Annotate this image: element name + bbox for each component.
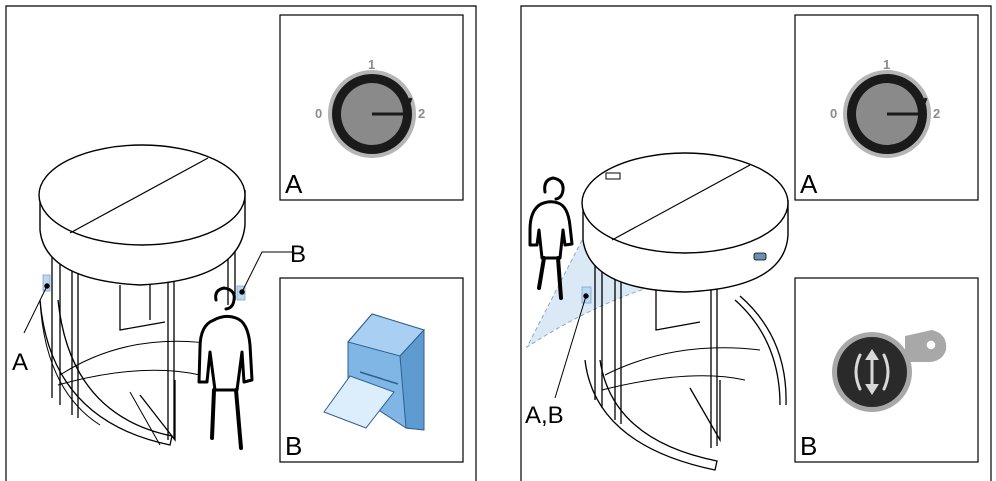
- right-panel: A,B 1 0 2 A: [520, 5, 992, 481]
- dial-position-1: 1: [883, 57, 890, 72]
- rotary-key-switch-icon: [843, 70, 931, 158]
- push-button-mount: [753, 252, 767, 261]
- callout-label-a: A: [12, 349, 28, 376]
- callout-lines-left: [23, 251, 292, 334]
- dial-position-0: 0: [830, 106, 837, 121]
- dial-position-2: 2: [418, 106, 425, 121]
- rotary-key-switch-icon: [328, 70, 416, 158]
- push-button-arrows-icon: [832, 330, 947, 412]
- dial-position-1: 1: [368, 57, 375, 72]
- inset-b-card-reader: B: [279, 277, 464, 463]
- callout-lines-right: [554, 293, 589, 399]
- inset-b-push-button: B: [794, 277, 979, 463]
- person-icon: [197, 286, 254, 450]
- dial-position-2: 2: [933, 106, 940, 121]
- dial-position-0: 0: [315, 106, 322, 121]
- revolving-door-icon: [38, 144, 246, 446]
- inset-a-key-switch: 1 0 2 A: [279, 14, 464, 201]
- motion-sensor-icon: [605, 172, 621, 180]
- inset-b-label: B: [285, 431, 302, 461]
- person-icon: [528, 176, 574, 300]
- left-panel: A B 1 0 2 A: [5, 5, 477, 481]
- inset-a-key-switch: 1 0 2 A: [794, 14, 979, 201]
- inset-a-label: A: [285, 169, 303, 199]
- inset-b-label: B: [800, 431, 817, 461]
- callout-label-ab: A,B: [525, 402, 564, 429]
- key-switch-mount: [42, 274, 51, 292]
- callout-label-b: B: [290, 241, 306, 268]
- revolving-door-icon: [525, 152, 789, 471]
- card-reader-icon: [323, 313, 425, 431]
- inset-a-label: A: [800, 169, 818, 199]
